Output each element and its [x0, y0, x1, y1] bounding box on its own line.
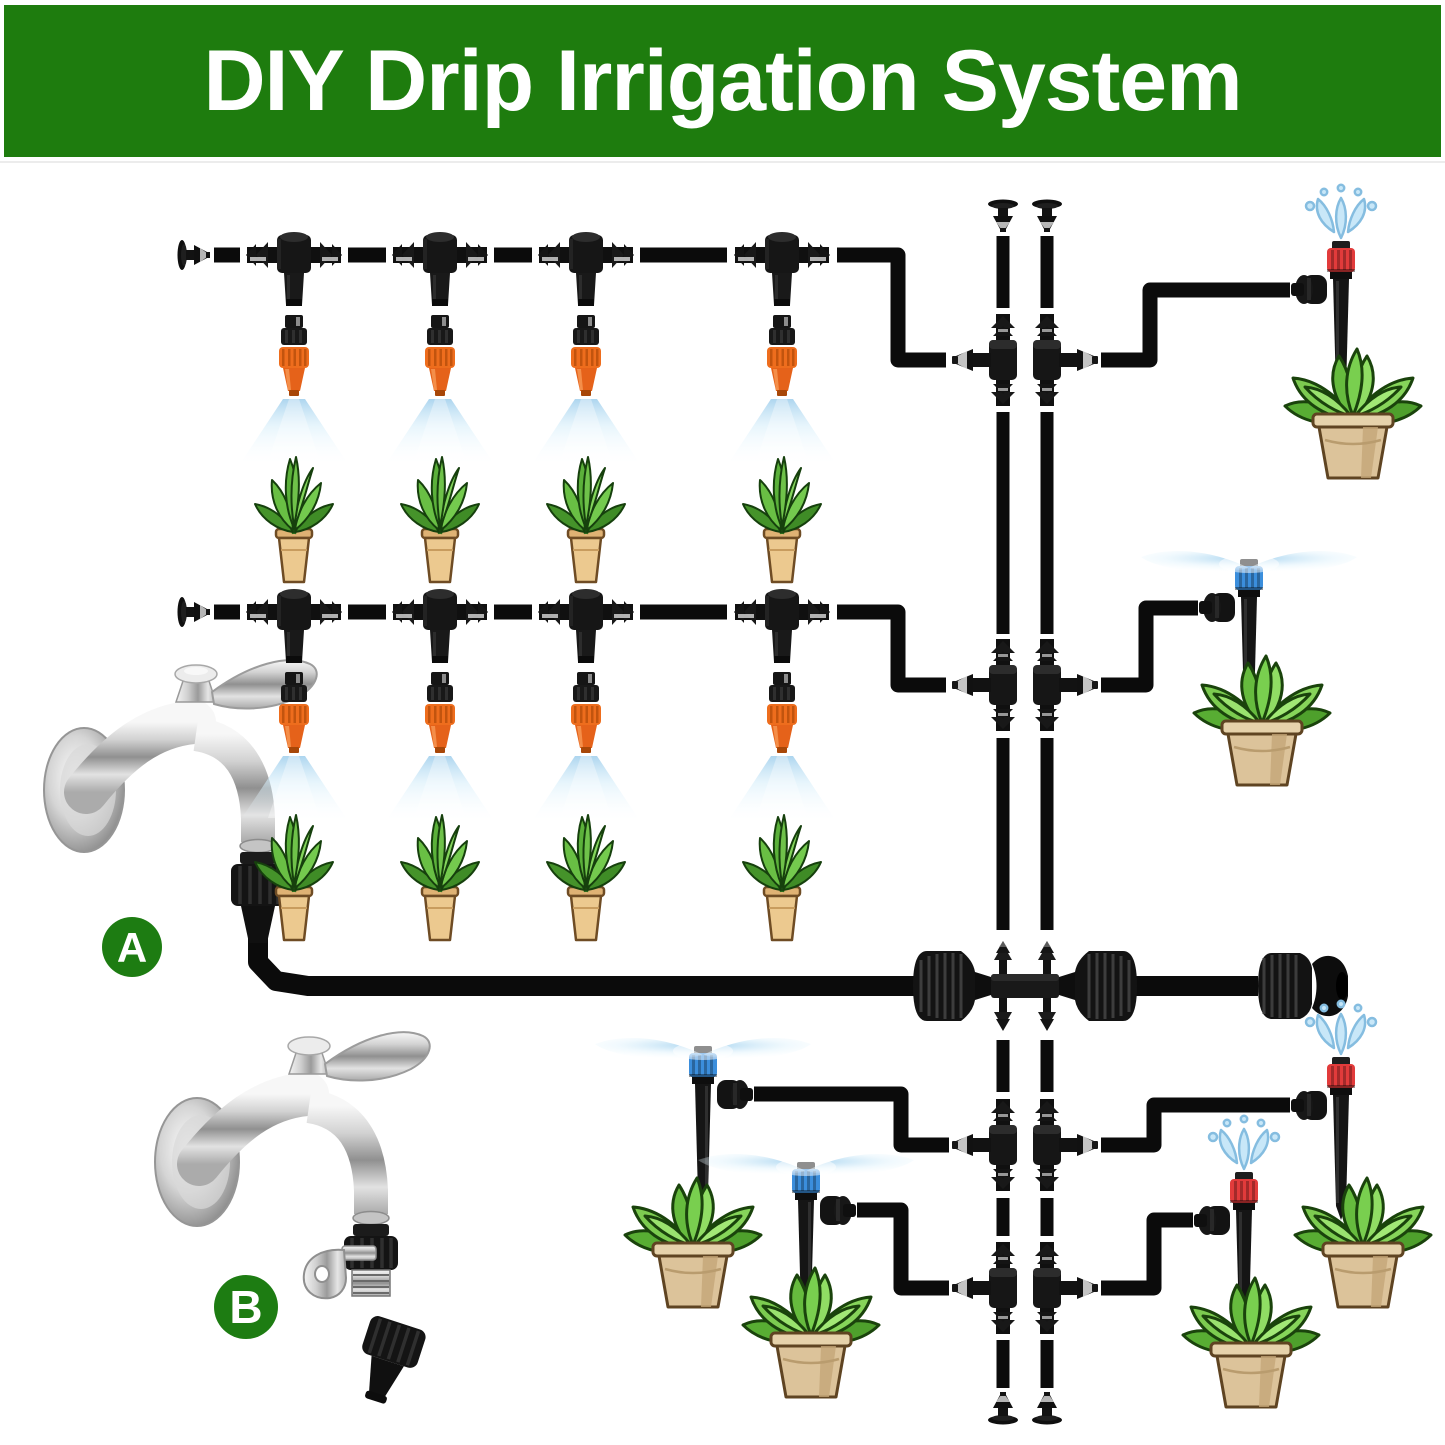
potted-plant: [741, 455, 823, 584]
faucet-b-clamp-hole: [314, 1265, 330, 1283]
mist-spray: [730, 399, 834, 461]
mister-nozzle: [571, 672, 601, 753]
mister-nozzle: [571, 315, 601, 396]
mist-fan: [595, 1037, 811, 1060]
faucet-a: [43, 659, 318, 943]
barbed-tee-connector: [1033, 1242, 1098, 1334]
faucet-b-spout-rim: [352, 1210, 390, 1226]
barbed-tee-connector: [538, 232, 634, 306]
header-banner: DIY Drip Irrigation System: [4, 5, 1441, 157]
faucet-a-connector-taper: [241, 906, 275, 943]
badge-a-label: A: [117, 924, 147, 971]
end-plug: [1032, 1392, 1062, 1425]
mister-nozzle: [425, 672, 455, 753]
faucet-a-connector-ring: [240, 852, 276, 864]
potted-plant: [545, 813, 627, 942]
mist-spray: [388, 756, 492, 818]
badge-a-circle: [102, 917, 162, 977]
barbed-tee-connector: [952, 1242, 1017, 1334]
potted-plant: [545, 455, 627, 584]
water-splash: [1207, 1114, 1281, 1171]
faucet-b-connector-ring: [353, 1224, 389, 1236]
tube: [837, 247, 946, 368]
potted-plant: [1293, 1176, 1433, 1309]
tube: [1101, 282, 1290, 368]
mist-spray: [388, 399, 492, 461]
potted-plant: [399, 813, 481, 942]
potted-plant: [1181, 1276, 1321, 1409]
four-way-manifold: [911, 939, 1139, 1033]
faucet-b-spout: [305, 1089, 388, 1214]
mist-spray: [534, 399, 638, 461]
page-title: DIY Drip Irrigation System: [203, 33, 1242, 129]
badge-a: A: [102, 917, 162, 977]
badge-b-circle: [214, 1275, 278, 1339]
barbed-tee-connector: [952, 314, 1017, 406]
end-plug: [177, 597, 210, 627]
sprinkler-cap: [1230, 1172, 1258, 1203]
barbed-tee-connector: [392, 232, 488, 306]
barbed-tee-connector: [538, 589, 634, 663]
barbed-tee-connector: [246, 589, 342, 663]
faucet-a-handle-shine: [184, 667, 208, 675]
potted-plant: [1192, 654, 1332, 787]
tubing-layer: [214, 236, 1290, 1388]
tube: [837, 604, 946, 693]
faucet-b-clamp-band: [341, 1245, 377, 1261]
barbed-tee-connector: [1033, 639, 1098, 731]
faucet-b-handle-lever: [323, 1031, 431, 1082]
potted-plant: [253, 455, 335, 584]
faucet-b-handle-top: [287, 1036, 331, 1056]
header-divider: [0, 161, 1445, 163]
sprinkler-cap: [1327, 241, 1355, 272]
barbed-tee-connector: [392, 589, 488, 663]
tube: [1101, 1212, 1193, 1296]
barbed-tee-connector: [952, 639, 1017, 731]
barbed-tee-connector: [1033, 314, 1098, 406]
faucet-a-nut-ribs: [238, 866, 280, 904]
tube: [754, 1086, 949, 1153]
tube: [1101, 600, 1198, 693]
mist-spray: [730, 756, 834, 818]
end-plug: [988, 199, 1018, 232]
barbed-tee-connector: [952, 1099, 1017, 1191]
mist-spray: [534, 756, 638, 818]
potted-plant: [741, 813, 823, 942]
sprinkler-stake-blue: [595, 1037, 811, 1209]
mist-spray: [242, 399, 346, 461]
barbed-tee-connector: [246, 232, 342, 306]
faucet-a-spout-rim: [239, 838, 277, 854]
faucet-a-spout: [192, 717, 275, 842]
mister-nozzle: [767, 315, 797, 396]
end-plug: [1032, 199, 1062, 232]
mister-nozzle: [279, 315, 309, 396]
tube: [1101, 1097, 1290, 1153]
faucet-b-detached-connector: [362, 1316, 426, 1404]
barbed-tee-connector: [734, 232, 830, 306]
potted-plant: [399, 455, 481, 584]
potted-plant: [623, 1176, 763, 1309]
tube: [248, 938, 914, 996]
plants-layer: [253, 347, 1433, 1409]
barbed-tee-connector: [734, 589, 830, 663]
end-plug: [177, 240, 210, 270]
faucet-b-thread-lines: [353, 1274, 389, 1294]
faucet-b: [154, 1031, 431, 1404]
badge-b: B: [214, 1275, 278, 1339]
barbed-tee-connector: [1033, 1099, 1098, 1191]
potted-plant: [1283, 347, 1423, 480]
mister-nozzle: [425, 315, 455, 396]
hose-end-cap: [1256, 951, 1350, 1021]
potted-plant: [741, 1266, 881, 1399]
tube: [857, 1202, 949, 1296]
badge-b-label: B: [229, 1281, 262, 1333]
mister-nozzle: [767, 672, 797, 753]
water-splash: [1304, 183, 1378, 240]
mist-fan: [1141, 550, 1357, 573]
sprinkler-cap: [1327, 1057, 1355, 1088]
end-plug: [988, 1392, 1018, 1425]
mist-fan: [698, 1153, 914, 1176]
